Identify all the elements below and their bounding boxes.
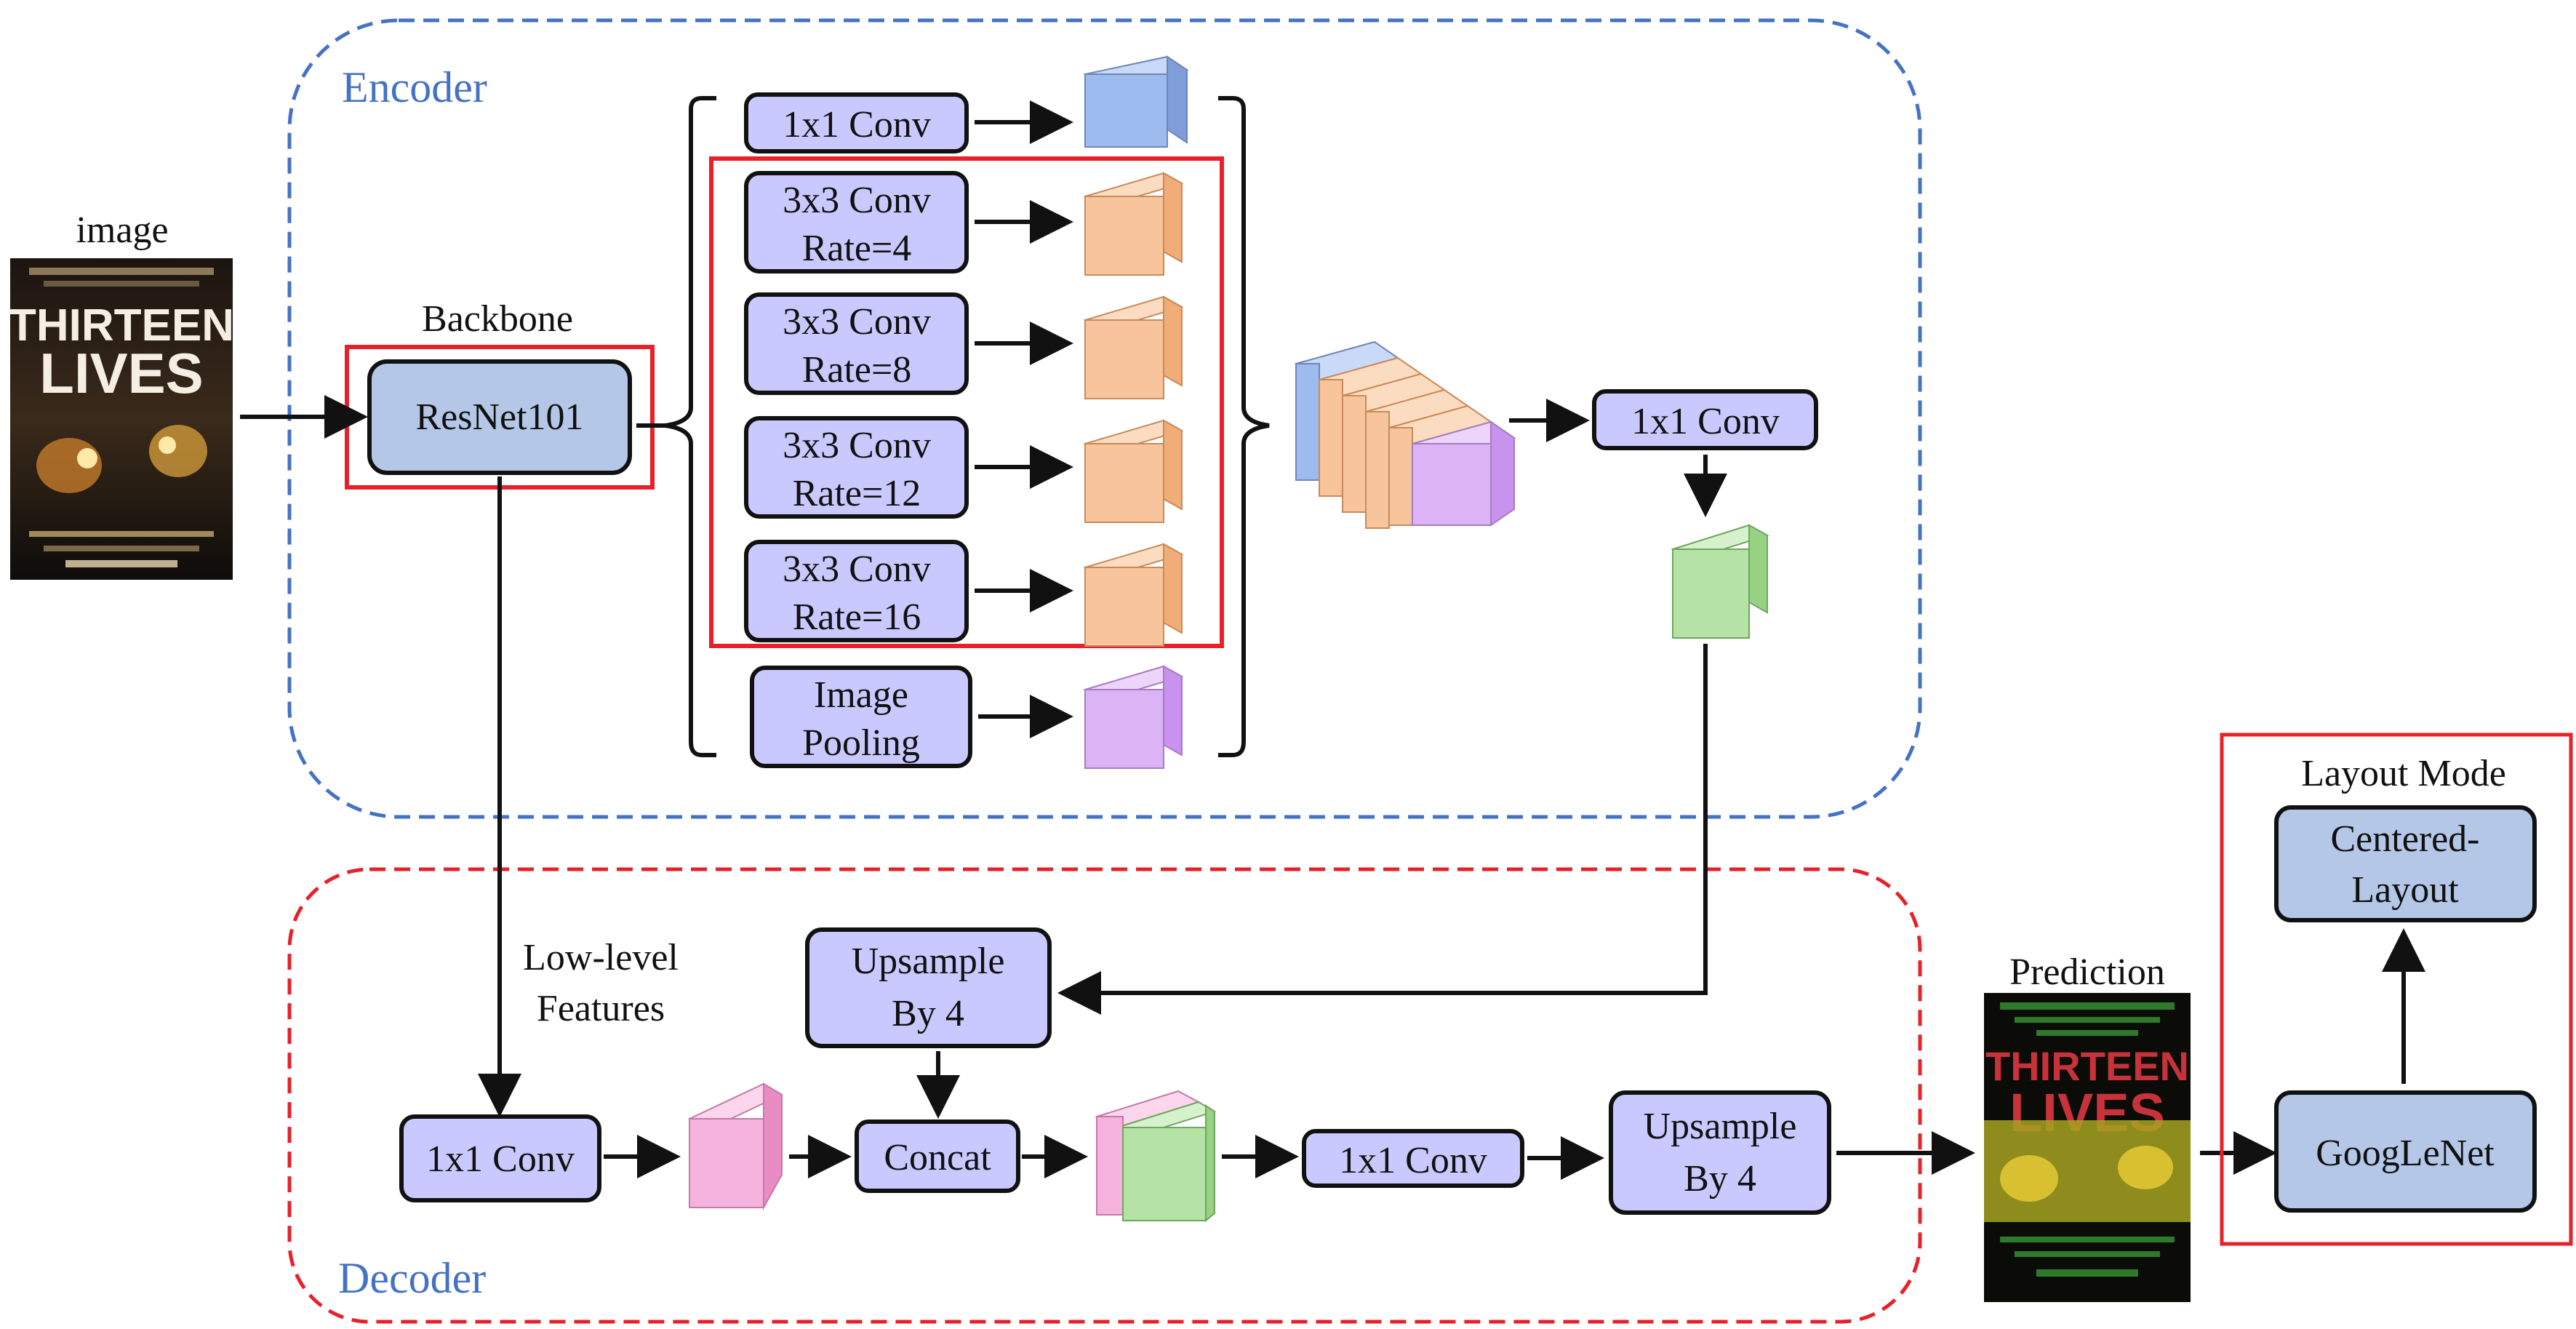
prediction-label: Prediction (2009, 951, 2165, 993)
layout-mode-label: Layout Mode (2301, 753, 2506, 794)
encoder-to-upsample-arrow (1057, 644, 1708, 1015)
resnet101-box: ResNet101 (367, 359, 632, 475)
aspp-conv1x1-box: 1x1 Conv (744, 92, 969, 153)
feature-cube-purple-pooling (1083, 665, 1184, 769)
svg-text:ResNet101: ResNet101 (415, 396, 583, 438)
centered-layout-box: Centered- Layout (2274, 805, 2537, 922)
svg-text:Upsample: Upsample (852, 941, 1005, 982)
encoder-label: Encoder (342, 63, 487, 111)
upsample-box-a: Upsample By 4 (805, 927, 1052, 1048)
prediction-title-1: THIRTEEN (1985, 1043, 2189, 1089)
poster-title-1: THIRTEEN (9, 300, 234, 351)
svg-text:Rate=12: Rate=12 (793, 473, 921, 514)
encoder-conv1x1-box: 1x1 Conv (1592, 389, 1818, 450)
svg-text:3x3 Conv: 3x3 Conv (783, 425, 931, 466)
decoder-conv1x1-box-b: 1x1 Conv (1302, 1129, 1524, 1188)
concatenated-feature-stack (1294, 340, 1516, 529)
svg-text:Layout: Layout (2351, 869, 2459, 911)
low-level-label-2: Features (537, 988, 665, 1029)
feature-cube-orange-rate4 (1083, 172, 1184, 276)
decoder-region (287, 867, 1922, 1324)
low-level-label-1: Low-level (523, 937, 679, 978)
svg-text:Centered-: Centered- (2330, 818, 2479, 860)
aspp-atrous-highlight (709, 156, 1224, 648)
aspp-rate4-box: 3x3 Conv Rate=4 (744, 171, 969, 274)
poster-title-2: LIVES (39, 341, 203, 405)
svg-text:1x1 Conv: 1x1 Conv (1631, 401, 1780, 442)
svg-text:Pooling: Pooling (802, 722, 920, 764)
feature-cube-blue (1083, 55, 1189, 148)
upsample-box-b: Upsample By 4 (1609, 1090, 1831, 1215)
input-image-poster: THIRTEEN LIVES (9, 258, 234, 580)
aspp-rate8-box: 3x3 Conv Rate=8 (744, 292, 969, 395)
feature-cube-orange-rate16 (1083, 543, 1184, 647)
svg-text:1x1 Conv: 1x1 Conv (1339, 1140, 1487, 1181)
svg-text:By 4: By 4 (1684, 1158, 1756, 1200)
image-label: image (76, 209, 168, 251)
svg-text:1x1 Conv: 1x1 Conv (783, 104, 931, 145)
svg-text:1x1 Conv: 1x1 Conv (426, 1138, 575, 1180)
svg-text:By 4: By 4 (892, 993, 964, 1034)
concat-box: Concat (855, 1120, 1020, 1193)
decoder-label: Decoder (338, 1254, 486, 1302)
layout-mode-highlight (2220, 733, 2573, 1246)
aspp-rate16-box: 3x3 Conv Rate=16 (744, 540, 969, 642)
svg-text:3x3 Conv: 3x3 Conv (783, 548, 931, 590)
svg-text:3x3 Conv: 3x3 Conv (783, 301, 931, 343)
googlenet-box: GoogLeNet (2274, 1090, 2537, 1213)
svg-text:Upsample: Upsample (1644, 1106, 1797, 1147)
svg-text:Rate=4: Rate=4 (802, 228, 912, 269)
decoder-conv1x1-box-a: 1x1 Conv (399, 1114, 601, 1202)
backbone-label: Backbone (422, 298, 573, 340)
aspp-left-brace (665, 96, 716, 757)
svg-text:Rate=16: Rate=16 (793, 596, 921, 638)
prediction-image: THIRTEEN LIVES (1984, 993, 2191, 1302)
svg-text:GoogLeNet: GoogLeNet (2316, 1133, 2495, 1174)
svg-text:3x3 Conv: 3x3 Conv (783, 180, 931, 221)
aspp-right-brace (1218, 96, 1270, 757)
svg-text:Image: Image (814, 674, 908, 716)
image-pooling-box: Image Pooling (750, 666, 972, 768)
feature-cube-orange-rate8 (1083, 295, 1184, 399)
feature-cube-green-encoder (1671, 524, 1769, 639)
svg-text:Rate=8: Rate=8 (802, 349, 912, 391)
concat-feature-stack (1095, 1090, 1217, 1223)
svg-text:Concat: Concat (884, 1137, 991, 1178)
aspp-rate12-box: 3x3 Conv Rate=12 (744, 416, 969, 519)
feature-cube-pink (687, 1082, 784, 1210)
feature-cube-orange-rate12 (1083, 419, 1184, 523)
